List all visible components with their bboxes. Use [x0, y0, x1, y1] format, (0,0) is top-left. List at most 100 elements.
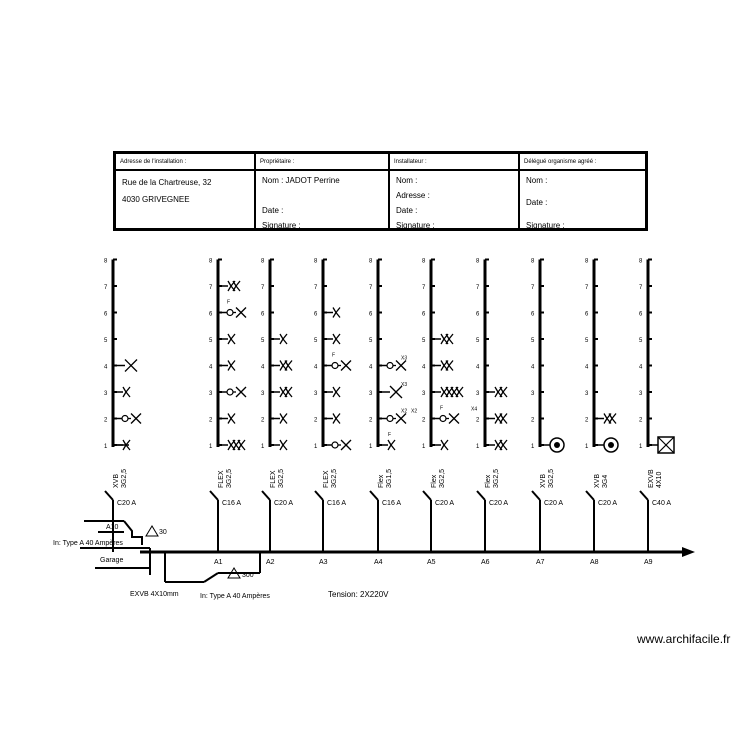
owner-date: Date :	[262, 206, 284, 215]
cable-type-label: FLEX	[270, 470, 277, 488]
symbol-mark-label: F	[227, 300, 230, 306]
circuit-id-label: A7	[536, 559, 545, 566]
symbol-mark-label: F	[388, 432, 391, 438]
rcd-switch-2	[203, 572, 219, 583]
scale-label: 1	[639, 444, 643, 450]
socket-icon	[382, 439, 396, 451]
installer-address: Adresse :	[396, 191, 430, 200]
light-icon	[382, 385, 403, 399]
cable-type-label: Flex	[431, 474, 438, 488]
scale-label: 2	[585, 418, 589, 424]
scale-label: 3	[104, 391, 108, 397]
scale-label: 2	[369, 418, 373, 424]
breaker-switch-icon	[422, 490, 432, 501]
scale-label: 2	[104, 418, 108, 424]
scale-label: 2	[531, 418, 535, 424]
scale-label: 4	[639, 365, 643, 371]
socket-icon	[274, 439, 288, 451]
scale-label: 4	[314, 365, 318, 371]
switch-light-icon	[222, 307, 247, 318]
inspector-name: Nom :	[526, 176, 548, 185]
scale-label: 8	[369, 259, 373, 265]
owner-column: Propriétaire : Nom : JADOT Perrine Date …	[254, 154, 390, 230]
scale-label: 5	[369, 338, 373, 344]
scale-label: 7	[422, 285, 426, 291]
cable-section-label: 3G1,5	[386, 469, 393, 488]
breaker-switch-icon	[209, 490, 219, 501]
a10-label: A10	[106, 524, 119, 531]
scale-label: 4	[422, 365, 426, 371]
cable-type-label: Flex	[485, 474, 492, 488]
scale-label: 3	[639, 391, 643, 397]
socket-icon	[274, 360, 293, 371]
socket-icon	[222, 333, 236, 345]
scale-label: 5	[422, 338, 426, 344]
scale-label: 2	[476, 418, 480, 424]
breaker-rating-label: C20 A	[274, 500, 293, 507]
breaker-switch-icon	[261, 490, 271, 501]
scale-label: 5	[104, 338, 108, 344]
cable-section-label: 3G2,5	[331, 469, 338, 488]
address-title: Adresse de l'installation :	[116, 154, 254, 171]
socket-icon	[489, 413, 508, 424]
switch-light-icon	[327, 439, 352, 451]
rcd-2-value: 300	[242, 572, 254, 579]
tension-label: Tension: 2X220V	[328, 590, 389, 599]
inspector-date: Date :	[526, 198, 548, 207]
switch-light-icon	[435, 413, 460, 424]
scale-label: 7	[531, 285, 535, 291]
scale-label: 3	[531, 391, 535, 397]
fixed-appliance-icon	[598, 437, 619, 453]
subpanel-icon	[652, 436, 675, 454]
socket-icon	[274, 333, 288, 345]
scale-label: 2	[261, 418, 265, 424]
circuit-id-label: A8	[590, 559, 599, 566]
scale-label: 6	[422, 312, 426, 318]
owner-name: Nom : JADOT Perrine	[262, 176, 340, 185]
socket-icon	[222, 280, 241, 292]
scale-label: 6	[104, 312, 108, 318]
rcd-switch-1	[123, 520, 143, 545]
socket-icon	[222, 413, 236, 424]
symbol-mark-label: X3	[401, 382, 407, 388]
circuit-id-label: A9	[644, 559, 653, 566]
cable-type-label: EXVB	[648, 469, 655, 488]
scale-label: 1	[585, 444, 589, 450]
socket-icon	[222, 360, 236, 371]
rcd-2-triangle-icon	[227, 567, 241, 579]
scale-label: 2	[209, 418, 213, 424]
fixed-appliance-icon	[544, 437, 565, 453]
scale-label: 4	[261, 365, 265, 371]
scale-label: 5	[209, 338, 213, 344]
installer-column: Installateur : Nom : Adresse : Date : Si…	[388, 154, 520, 230]
socket-icon	[327, 386, 341, 398]
cable-section-label: 4X10	[656, 472, 663, 488]
scale-label: 1	[531, 444, 535, 450]
scale-label: 6	[369, 312, 373, 318]
supply-cable-label: EXVB 4X10mm	[130, 591, 179, 598]
scale-label: 5	[639, 338, 643, 344]
scale-label: 8	[531, 259, 535, 265]
scale-label: 1	[104, 444, 108, 450]
circuit-id-label: A5	[427, 559, 436, 566]
symbol-mark-label: F	[440, 406, 443, 412]
rcd-1-triangle-icon	[145, 525, 159, 537]
inspector-column: Délégué organisme agréé : Nom : Date : S…	[518, 154, 645, 230]
scale-label: 7	[261, 285, 265, 291]
address-line-1: Rue de la Chartreuse, 32	[122, 178, 212, 187]
scale-label: 3	[314, 391, 318, 397]
cable-type-label: XVB	[540, 474, 547, 488]
scale-label: 2	[314, 418, 318, 424]
rcd-2-description: In: Type A 40 Ampères	[200, 593, 270, 600]
cable-section-label: 3G2,5	[278, 469, 285, 488]
scale-label: 7	[476, 285, 480, 291]
breaker-rating-label: C16 A	[327, 500, 346, 507]
scale-label: 3	[585, 391, 589, 397]
cable-type-label: XVB	[113, 474, 120, 488]
supply-section: A10 30 In: Type A 40 Ampères Garage 300 …	[53, 520, 389, 600]
